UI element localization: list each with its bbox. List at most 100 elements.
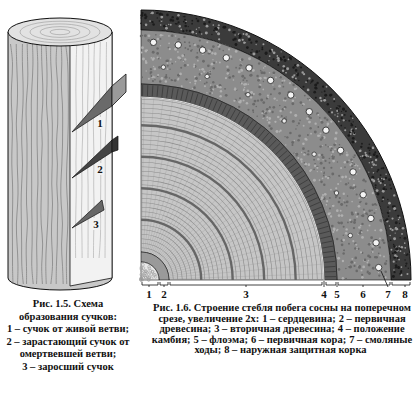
- cortex-cell: [383, 256, 385, 258]
- cortex-cell: [233, 79, 235, 81]
- growth-ring: [141, 187, 234, 280]
- cortex-cell: [250, 96, 252, 98]
- cortex-cell: [279, 76, 282, 79]
- phloem-stria: [276, 147, 284, 155]
- bark-fleck: [359, 150, 361, 152]
- bark-fleck: [333, 100, 335, 102]
- callout-number: 7: [384, 288, 392, 300]
- cortex-cell: [282, 80, 284, 82]
- bark-fleck: [399, 223, 400, 224]
- cortex-cell: [194, 43, 197, 46]
- cortex-cell: [284, 136, 285, 137]
- cortex-cell: [206, 41, 208, 43]
- bark-fleck: [336, 107, 338, 109]
- bark-fleck: [294, 64, 297, 67]
- cortex-cell: [374, 203, 376, 205]
- cortex-cell: [157, 38, 160, 41]
- bark-fleck: [211, 34, 212, 35]
- resin-duct: [205, 74, 209, 78]
- callout-number: 4: [320, 288, 328, 300]
- phloem-stria: [324, 256, 335, 257]
- cortex-cell: [266, 108, 269, 111]
- bark-fleck: [140, 14, 143, 17]
- primary-wood: [141, 252, 169, 280]
- bark-fleck: [251, 49, 252, 50]
- cortex-cell: [239, 101, 242, 104]
- bark-fleck: [393, 194, 395, 196]
- cortex-cell: [242, 79, 244, 81]
- cortex-cell: [193, 43, 195, 45]
- bark-fleck: [338, 110, 340, 112]
- cortex-cell: [347, 222, 349, 224]
- bark-fleck: [337, 105, 338, 106]
- cortex-cell: [153, 66, 155, 68]
- bark-fleck: [308, 77, 310, 79]
- cortex-cell: [148, 78, 150, 80]
- cortex-cell: [238, 70, 241, 73]
- cortex-cell: [340, 167, 342, 169]
- cortex-cell: [155, 34, 157, 36]
- cortex-cell: [304, 95, 306, 97]
- cortex-cell: [333, 143, 336, 146]
- bark-fleck: [159, 20, 161, 22]
- cortex-cell: [268, 106, 270, 108]
- bark-fleck: [296, 74, 298, 76]
- resin-duct: [246, 92, 250, 96]
- cortex-cell: [371, 248, 373, 250]
- bark-fleck: [196, 18, 198, 20]
- cortex-cell: [354, 219, 357, 222]
- bark-fleck: [243, 33, 245, 35]
- cortex-cell: [258, 86, 261, 89]
- cortex-cell: [274, 121, 276, 123]
- bark-fleck: [140, 22, 142, 24]
- cortex-cell: [313, 159, 315, 161]
- bark-fleck: [393, 245, 396, 248]
- bark-fleck: [344, 127, 345, 128]
- cortex-cell: [300, 158, 303, 161]
- bark-fleck: [331, 111, 333, 113]
- cortex-cell: [292, 84, 294, 86]
- caption-text: 8 – наружная защитная корка: [224, 344, 366, 355]
- cortex-cell: [219, 95, 222, 98]
- bark-hatch: [37, 44, 38, 284]
- wood-ray: [155, 119, 227, 254]
- bark-fleck: [277, 57, 280, 60]
- resin-duct: [373, 240, 379, 246]
- bark-fleck: [353, 121, 354, 122]
- bark-fleck: [295, 77, 297, 79]
- bark-fleck: [392, 252, 394, 254]
- bark-fleck: [371, 178, 373, 180]
- cortex-cell: [354, 257, 357, 260]
- cortex-cell: [338, 201, 341, 204]
- wood-ray: [170, 274, 323, 279]
- cortex-cell: [278, 85, 281, 88]
- cortex-cell: [239, 67, 241, 69]
- cortex-cell: [294, 88, 296, 90]
- cut-face: [70, 32, 112, 286]
- cortex-cell: [174, 48, 177, 51]
- bark-fleck: [372, 161, 374, 163]
- cortex-cell: [307, 153, 309, 155]
- cortex-cell: [356, 193, 358, 195]
- phloem-stria: [306, 193, 316, 198]
- phloem-stria: [285, 159, 294, 166]
- cortex-cell: [175, 35, 176, 36]
- cortex-cell: [337, 257, 340, 260]
- cortex-cell: [269, 118, 271, 120]
- cortex-cell: [358, 266, 361, 269]
- cortex-cell: [235, 67, 237, 69]
- cortex-cell: [285, 116, 286, 117]
- growth-ring: [141, 198, 223, 280]
- cortex-cell: [169, 68, 171, 70]
- bark-fleck: [338, 121, 340, 123]
- bark-fleck: [406, 253, 408, 255]
- bracket: [142, 282, 158, 287]
- cortex-cell: [291, 102, 294, 105]
- cortex-cell: [322, 145, 323, 146]
- cortex-cell: [264, 66, 266, 68]
- bark-fleck: [213, 29, 215, 31]
- cortex-cell: [150, 68, 152, 70]
- cortex-cell: [141, 76, 143, 78]
- cortex-cell: [303, 125, 305, 127]
- bark-fleck: [404, 259, 406, 261]
